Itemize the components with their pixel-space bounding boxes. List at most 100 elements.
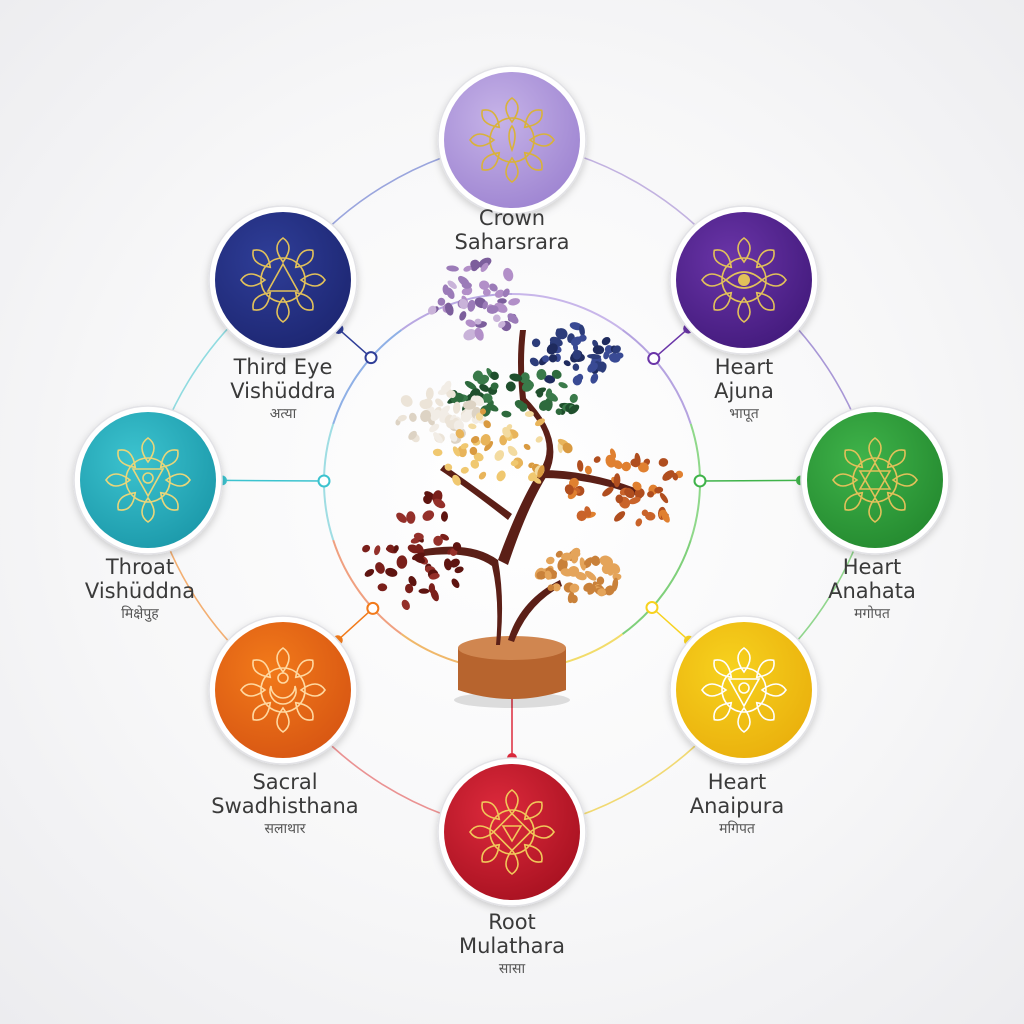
- inner-ring-arc: [332, 329, 403, 425]
- gem-chip: [429, 423, 440, 433]
- lotus-petal: [528, 825, 555, 839]
- symbol-ring: [721, 667, 767, 713]
- gem-chip: [561, 552, 573, 561]
- gem-chip: [659, 492, 669, 504]
- chakra-node-throat: [73, 405, 223, 555]
- gem-chip: [520, 372, 530, 383]
- lotus-petal: [505, 789, 519, 816]
- gem-chip: [433, 432, 443, 444]
- gem-chip: [603, 350, 610, 360]
- chakra-node-anaipura: [669, 615, 819, 765]
- gem-chip: [452, 446, 460, 457]
- chakra-sanskrit-name: Ajuna: [714, 379, 774, 403]
- spoke-inner-dot: [645, 600, 659, 614]
- spoke-line: [221, 479, 325, 482]
- inner-ring-arc: [621, 539, 692, 635]
- chakra-sanskrit-name: Vishüddna: [84, 579, 196, 603]
- chakra-node-disc: [444, 72, 580, 208]
- lotus-petal: [523, 109, 543, 129]
- lotus-petal: [713, 701, 733, 721]
- gem-chip: [408, 430, 417, 440]
- gem-chip: [422, 510, 435, 521]
- lotus-petal: [523, 843, 543, 863]
- chakra-node-third-eye: [208, 205, 358, 355]
- inner-ring-arc: [621, 329, 692, 425]
- lotus-petal: [760, 273, 787, 287]
- gem-chip: [474, 318, 482, 325]
- gem-chip: [444, 463, 453, 471]
- gem-chip: [461, 288, 470, 296]
- lotus-petals: [240, 237, 326, 323]
- spoke-line: [337, 328, 372, 359]
- gem-chip: [433, 498, 446, 509]
- lotus-petal: [737, 237, 751, 264]
- gem-chip: [429, 573, 440, 580]
- gem-chip: [601, 336, 611, 346]
- gemstone-tree: [362, 257, 684, 708]
- gem-chip: [418, 588, 430, 594]
- chakra-name: Heart: [714, 355, 774, 379]
- gem-chip: [428, 583, 436, 594]
- gem-chip: [507, 313, 519, 324]
- gem-chip: [614, 511, 626, 522]
- gem-chip: [408, 576, 417, 587]
- gem-chip: [555, 408, 562, 415]
- lotus-petals: [701, 237, 787, 323]
- lotus-petals: [832, 437, 918, 523]
- lotus-petal: [755, 291, 775, 311]
- lotus-petal: [294, 659, 314, 679]
- chakra-sanskrit-name: Mulathara: [458, 934, 566, 958]
- gem-chip: [453, 420, 465, 431]
- chakra-sanskrit-name: Anahata: [828, 579, 916, 603]
- gem-chip: [444, 302, 454, 316]
- lotus-petal: [252, 291, 272, 311]
- inner-ring-arc: [511, 293, 624, 331]
- lotus-petal: [240, 273, 267, 287]
- gem-chip: [362, 544, 371, 553]
- symbol-ring: [260, 257, 306, 303]
- gem-chip: [406, 511, 416, 524]
- gem-chip: [567, 591, 575, 604]
- gem-chip: [412, 552, 425, 561]
- lotus-petal: [117, 491, 137, 511]
- chakra-sanskrit-name: Swadhisthana: [211, 794, 359, 818]
- lotus-petal: [755, 249, 775, 269]
- gem-chip: [386, 544, 395, 552]
- lotus-petal: [276, 647, 290, 674]
- triangle-down-shape: [131, 468, 165, 498]
- gem-chip: [569, 393, 578, 403]
- lotus-petals: [240, 647, 326, 733]
- chakra-script-name: मगिपत: [719, 821, 755, 837]
- gem-chip: [451, 578, 460, 589]
- chakra-script-name: मिक्षेपुह: [121, 606, 159, 622]
- gem-chip: [393, 545, 399, 553]
- gem-chip: [555, 550, 563, 558]
- moon-dot: [277, 672, 289, 684]
- gem-chip: [473, 452, 484, 462]
- lotus-petal: [164, 473, 191, 487]
- chakra-name: Throat: [105, 555, 175, 579]
- lotus-petal: [299, 273, 326, 287]
- gem-chip: [427, 305, 437, 315]
- gem-chip: [452, 542, 462, 551]
- lotus-petal: [105, 473, 132, 487]
- gem-chip: [593, 456, 601, 463]
- gem-chip: [486, 403, 499, 412]
- gem-chip: [529, 357, 539, 367]
- gem-chip: [579, 557, 586, 571]
- lotus-petal: [701, 273, 728, 287]
- chakra-sanskrit-name: Anaipura: [689, 794, 785, 818]
- gem-chip: [458, 298, 469, 310]
- gem-chip: [459, 311, 467, 321]
- gem-chip: [609, 448, 617, 459]
- gem-chip: [433, 535, 443, 546]
- gem-chip: [424, 491, 435, 500]
- gem-chip: [435, 398, 444, 407]
- gem-chip: [443, 558, 452, 571]
- gem-chip: [474, 327, 484, 341]
- spoke-line: [337, 607, 374, 641]
- chakra-node-crown: [437, 65, 587, 215]
- gem-chip: [469, 446, 478, 456]
